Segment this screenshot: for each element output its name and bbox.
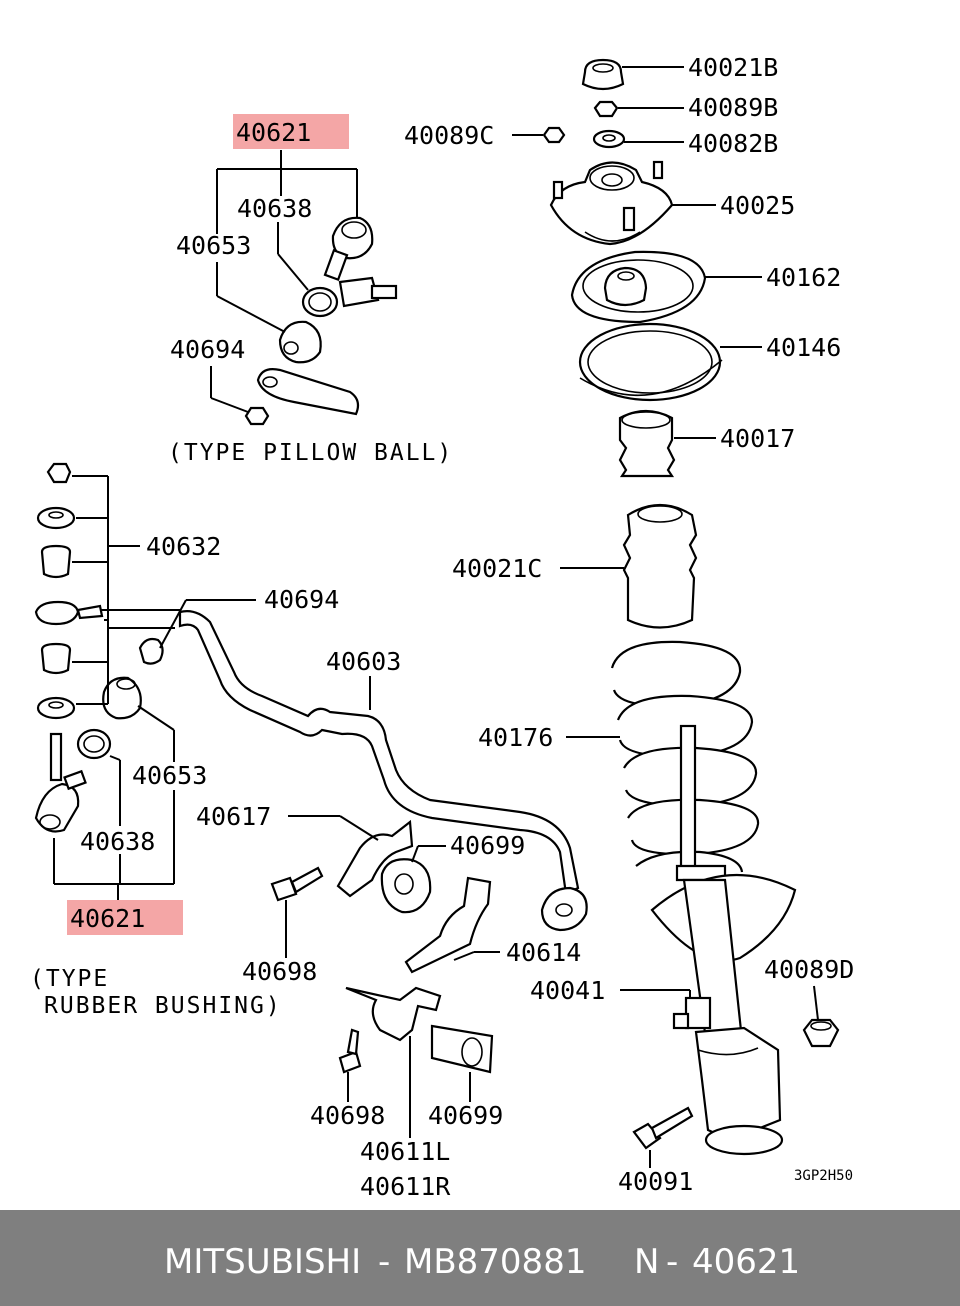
pillow-bushing-ring [301, 286, 339, 318]
washer-part [592, 129, 626, 149]
bump-stopper-part [618, 409, 676, 478]
dust-boot-part [622, 504, 698, 629]
footer-bar: MITSUBISHI - MB870881 N - 40621 [0, 1210, 960, 1306]
footer-separator-1: - [378, 1242, 391, 1282]
diagram-code: 3GP2H50 [794, 1168, 853, 1184]
label-40162: 40162 [766, 263, 841, 292]
label-40614: 40614 [506, 938, 581, 967]
nut-part [593, 100, 619, 118]
strut-assembly [542, 58, 840, 1156]
pillow-bushing [278, 320, 322, 364]
label-bottom-40621: 40621 [70, 904, 145, 933]
label-40089C: 40089C [404, 121, 494, 150]
label-40632: 40632 [146, 532, 221, 561]
label-40041: 40041 [530, 976, 605, 1005]
footer-separator-2: - [666, 1242, 679, 1282]
stabilizer-bar [138, 610, 588, 932]
part-labels: 40021B 40089B 40089C 40082B 40025 40162 … [30, 53, 854, 1201]
parts-diagram: 40021B 40089B 40089C 40082B 40025 40162 … [30, 53, 854, 1201]
label-40091: 40091 [618, 1167, 693, 1196]
label-40611L: 40611L [360, 1137, 450, 1166]
label-40611R: 40611R [360, 1172, 451, 1201]
pillow-ball-link [244, 216, 398, 426]
label-mid-40694: 40694 [264, 585, 339, 614]
label-top-40638: 40638 [237, 194, 312, 223]
label-40617: 40617 [196, 802, 271, 831]
nut-c-part [542, 126, 566, 144]
brackets-and-bushings [270, 819, 494, 1074]
label-bottom-40638: 40638 [80, 827, 155, 856]
label-40089B: 40089B [688, 93, 778, 122]
label-40025: 40025 [720, 191, 795, 220]
label-top-40621: 40621 [236, 118, 311, 147]
label-top-40694: 40694 [170, 335, 245, 364]
label-40089D: 40089D [764, 955, 854, 984]
footer-n-label: N [634, 1242, 660, 1282]
label-40021B: 40021B [688, 53, 778, 82]
label-40699-lower: 40699 [428, 1101, 503, 1130]
label-40082B: 40082B [688, 129, 778, 158]
footer-part-number: MB870881 [404, 1242, 587, 1282]
note-type-line2: RUBBER BUSHING) [44, 993, 282, 1019]
note-type-line1: (TYPE [30, 966, 109, 992]
label-top-40653: 40653 [176, 231, 251, 260]
note-pillow-ball: (TYPE PILLOW BALL) [168, 440, 453, 466]
rubber-bushing-link [34, 462, 142, 833]
label-40176: 40176 [478, 723, 553, 752]
footer-brand: MITSUBISHI [164, 1242, 362, 1282]
strut-bolt-part [632, 1122, 662, 1150]
label-40017: 40017 [720, 424, 795, 453]
label-40698-lower: 40698 [310, 1101, 385, 1130]
label-40699-upper: 40699 [450, 831, 525, 860]
highlight-top-40621 [233, 114, 349, 149]
label-40603: 40603 [326, 647, 401, 676]
label-40698-upper: 40698 [242, 957, 317, 986]
footer-ref-number: 40621 [692, 1242, 801, 1282]
highlight-bottom-40621 [67, 900, 183, 935]
label-40021C: 40021C [452, 554, 542, 583]
strut-nut-part [802, 1018, 840, 1048]
leader-lines [53, 66, 819, 1168]
shock-absorber-part [650, 724, 797, 1156]
label-40146: 40146 [766, 333, 841, 362]
strut-mount-part [549, 161, 674, 246]
label-bottom-40653: 40653 [132, 761, 207, 790]
